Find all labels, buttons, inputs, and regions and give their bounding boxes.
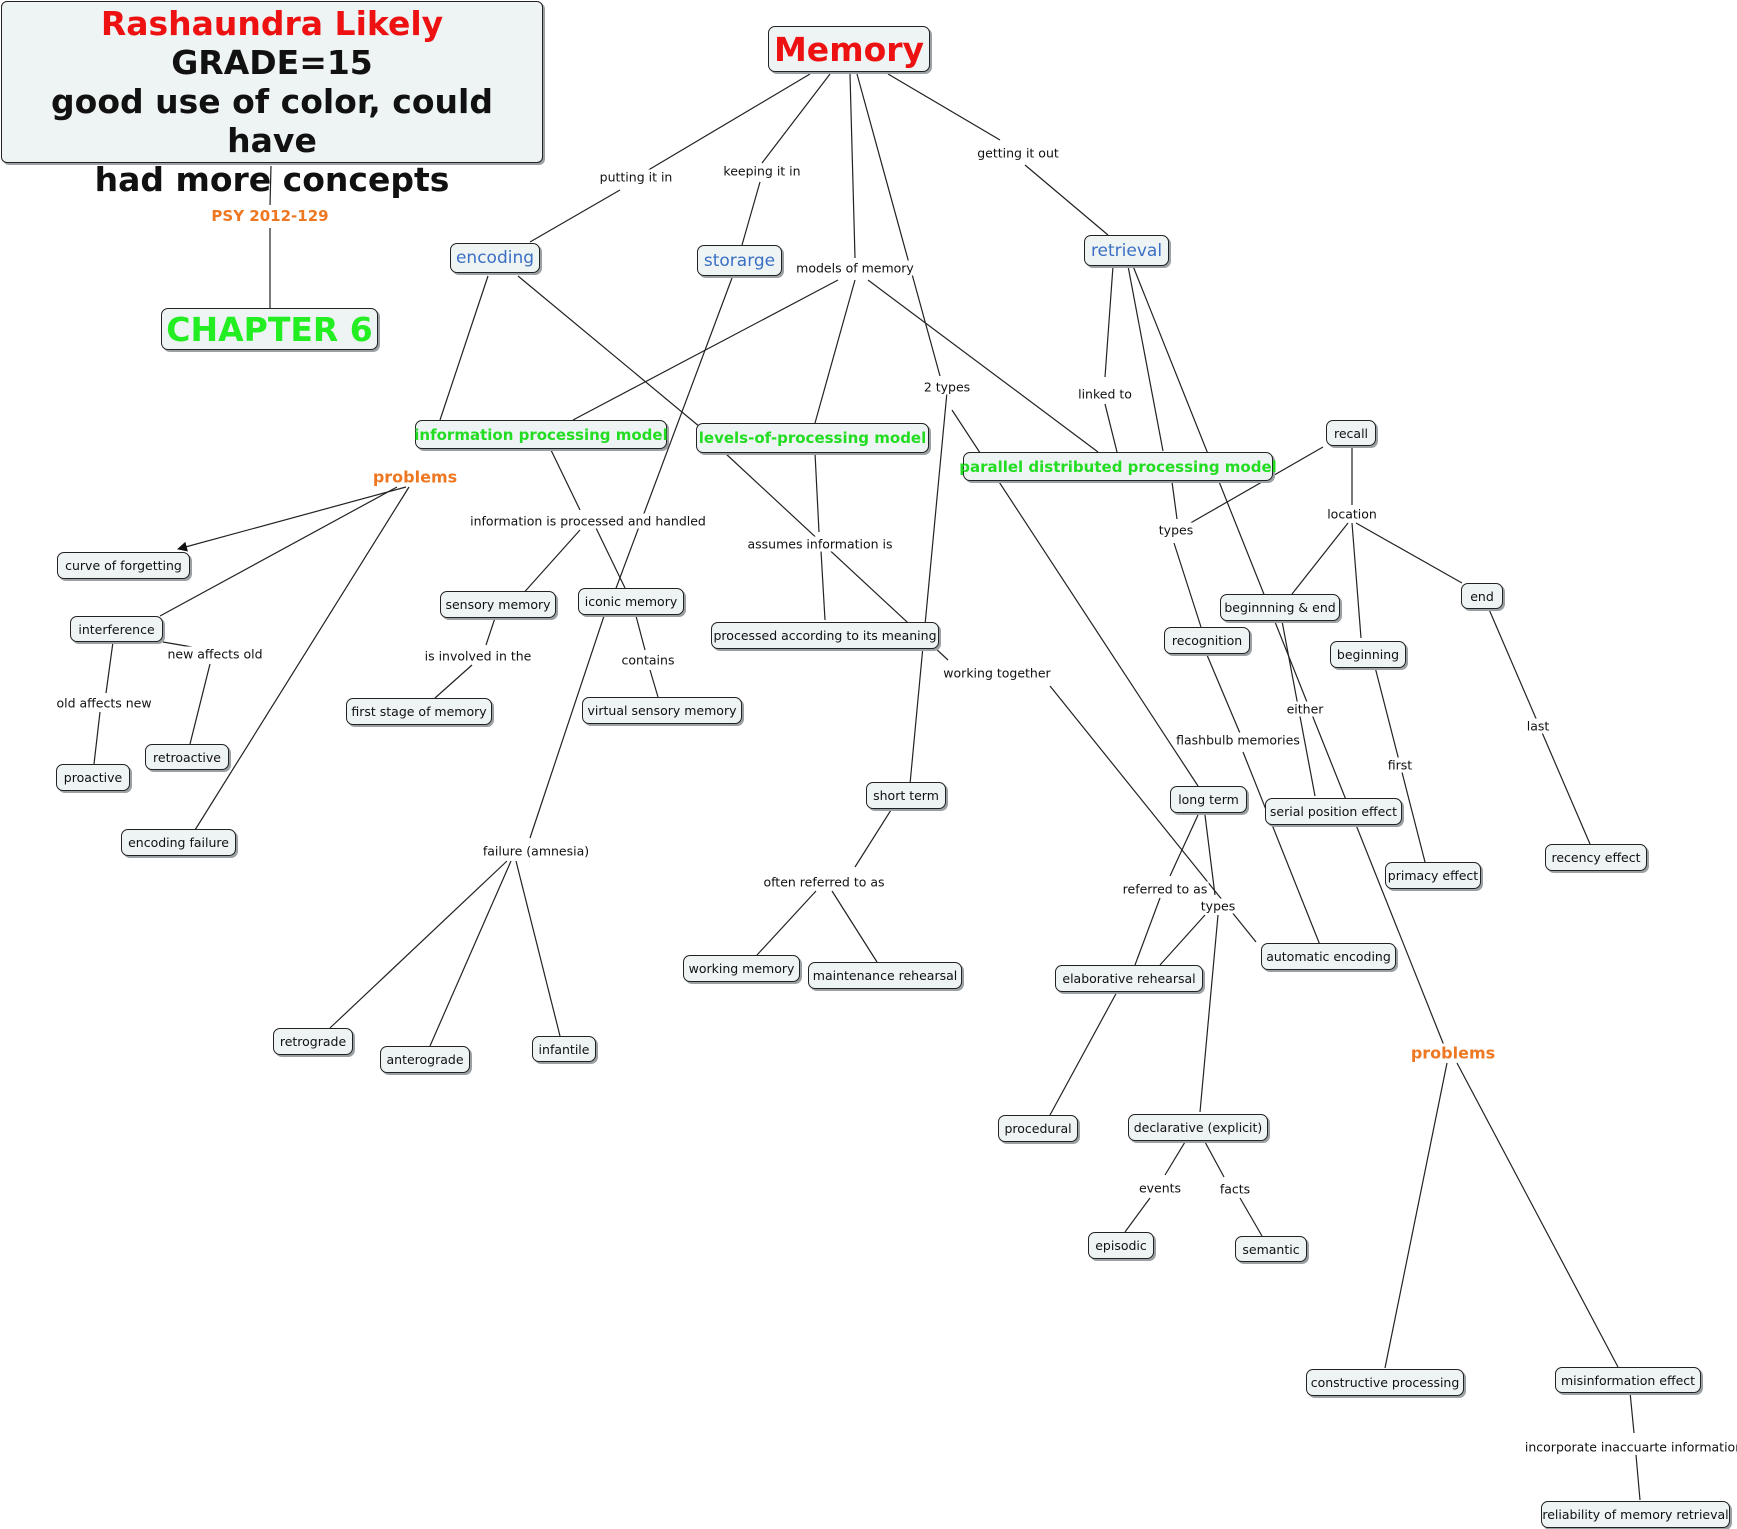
- maintenance-rehearsal-node[interactable]: maintenance rehearsal: [808, 962, 962, 989]
- working-memory-node[interactable]: working memory: [683, 955, 800, 982]
- recall-node[interactable]: recall: [1326, 420, 1376, 446]
- recognition-node[interactable]: recognition: [1164, 627, 1250, 654]
- long-term-node[interactable]: long term: [1170, 786, 1247, 813]
- storarge-node[interactable]: storarge: [697, 245, 782, 276]
- anterograde-node[interactable]: anterograde: [380, 1046, 470, 1073]
- serial-position-effect-node[interactable]: serial position effect: [1265, 798, 1402, 825]
- student-name: Rashaundra Likely: [100, 4, 444, 43]
- reliability-of-memory-retrieval-node[interactable]: reliability of memory retrieval: [1541, 1501, 1730, 1528]
- link-label-old-affects-new: old affects new: [55, 695, 153, 711]
- beginning-and-end-node[interactable]: beginnning & end: [1220, 594, 1340, 621]
- curve-of-forgetting-node[interactable]: curve of forgetting: [57, 552, 190, 579]
- link-label-linked-to: linked to: [1077, 386, 1133, 402]
- link-label-models-of-memory: models of memory: [795, 260, 915, 276]
- beginning-node[interactable]: beginning: [1330, 641, 1406, 668]
- levels-of-processing-model-node[interactable]: levels-of-processing model: [696, 423, 929, 453]
- automatic-encoding-node[interactable]: automatic encoding: [1261, 943, 1396, 970]
- link-label-assumes-information: assumes information is: [746, 536, 894, 552]
- recency-effect-node[interactable]: recency effect: [1545, 844, 1647, 871]
- retroactive-node[interactable]: retroactive: [145, 744, 229, 770]
- link-label-flashbulb-memories: flashbulb memories: [1175, 732, 1301, 748]
- elaborative-rehearsal-node[interactable]: elaborative rehearsal: [1055, 965, 1203, 992]
- retrograde-node[interactable]: retrograde: [273, 1028, 353, 1055]
- iconic-memory-node[interactable]: iconic memory: [578, 588, 684, 615]
- retrieval-node[interactable]: retrieval: [1084, 235, 1169, 266]
- link-label-keeping-it-in: keeping it in: [722, 163, 802, 179]
- link-label-putting-it-in: putting it in: [598, 169, 674, 185]
- grade-text: GRADE=15: [171, 43, 373, 82]
- link-label-contains: contains: [620, 652, 676, 668]
- link-label-working-together: working together: [942, 665, 1052, 681]
- infantile-node[interactable]: infantile: [532, 1036, 596, 1062]
- problems-label-right: problems: [1409, 1043, 1497, 1063]
- primacy-effect-node[interactable]: primacy effect: [1385, 862, 1481, 889]
- link-label-either: either: [1285, 701, 1325, 717]
- comment-line-1: good use of color, could have: [51, 82, 493, 160]
- parallel-distributed-processing-model-node[interactable]: parallel distributed processing model: [959, 452, 1277, 481]
- misinformation-effect-node[interactable]: misinformation effect: [1555, 1367, 1701, 1393]
- link-label-types-recall: types: [1157, 522, 1195, 538]
- link-label-referred-to-as: referred to as: [1121, 881, 1209, 897]
- link-label-last: last: [1525, 718, 1551, 734]
- procedural-node[interactable]: procedural: [998, 1115, 1078, 1142]
- sensory-memory-node[interactable]: sensory memory: [440, 591, 556, 618]
- link-label-new-affects-old: new affects old: [166, 646, 264, 662]
- short-term-node[interactable]: short term: [866, 782, 946, 809]
- encoding-node[interactable]: encoding: [450, 243, 540, 273]
- declarative-explicit-node[interactable]: declarative (explicit): [1128, 1114, 1268, 1141]
- link-label-getting-it-out: getting it out: [976, 145, 1060, 161]
- comment-line-2: had more concepts: [94, 160, 450, 199]
- link-label-is-involved: is involved in the: [423, 648, 533, 664]
- problems-label-left: problems: [371, 467, 459, 487]
- first-stage-of-memory-node[interactable]: first stage of memory: [346, 698, 492, 725]
- virtual-sensory-memory-node[interactable]: virtual sensory memory: [582, 697, 742, 724]
- link-label-information-processed: information is processed and handled: [469, 513, 707, 529]
- episodic-node[interactable]: episodic: [1088, 1232, 1154, 1259]
- processed-according-to-meaning-node[interactable]: processed according to its meaning: [711, 622, 939, 649]
- constructive-processing-node[interactable]: constructive processing: [1306, 1369, 1464, 1396]
- link-label-incorporate-inaccurate: incorporate inaccuarte information: [1523, 1439, 1737, 1455]
- encoding-failure-node[interactable]: encoding failure: [121, 829, 236, 856]
- link-label-failure-amnesia: failure (amnesia): [481, 843, 591, 859]
- link-label-first: first: [1386, 757, 1414, 773]
- information-processing-model-node[interactable]: information processing model: [414, 420, 668, 449]
- interference-node[interactable]: interference: [70, 616, 163, 642]
- grade-note-box: Rashaundra Likely GRADE=15 good use of c…: [1, 1, 543, 199]
- semantic-node[interactable]: semantic: [1235, 1236, 1307, 1262]
- proactive-node[interactable]: proactive: [56, 764, 130, 791]
- link-label-2-types: 2 types: [922, 379, 972, 395]
- end-node[interactable]: end: [1461, 583, 1503, 609]
- course-label: PSY 2012-129: [210, 207, 330, 225]
- link-label-location: location: [1326, 506, 1378, 522]
- memory-node[interactable]: Memory: [768, 26, 930, 72]
- chapter-node[interactable]: CHAPTER 6: [161, 308, 378, 350]
- link-label-events: events: [1137, 1180, 1183, 1196]
- link-label-types-long-term: types: [1199, 898, 1237, 914]
- link-label-often-referred-to-as: often referred to as: [762, 874, 886, 890]
- link-label-facts: facts: [1218, 1181, 1252, 1197]
